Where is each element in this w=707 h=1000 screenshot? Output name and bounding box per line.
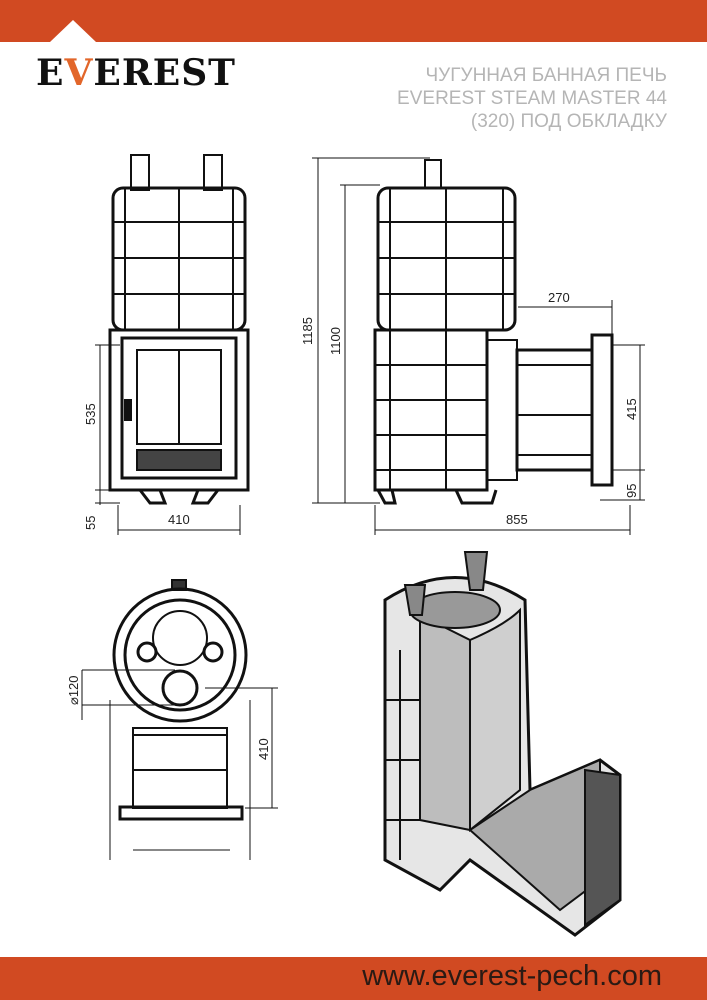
title-line-2: EVEREST STEAM MASTER 44 <box>397 88 667 109</box>
everest-logo: EVEREST <box>36 52 236 94</box>
header-bar <box>0 0 707 42</box>
dim-side-flue-base: 95 <box>624 484 639 498</box>
dim-front-width: 410 <box>168 512 190 527</box>
dim-side-body-height: 1100 <box>328 327 343 355</box>
dim-front-door-height: 535 <box>83 403 98 425</box>
cutaway-3d-view <box>383 551 622 937</box>
title-line-1: ЧУГУННАЯ БАННАЯ ПЕЧЬ <box>425 65 667 86</box>
dim-side-flue-length: 270 <box>548 290 570 305</box>
dim-front-leg-height: 55 <box>83 516 98 530</box>
title-line-3: (320) ПОД ОБКЛАДКУ <box>470 111 667 132</box>
dim-top-flue-offset: 410 <box>256 738 271 760</box>
website-link[interactable]: www.everest-pech.com <box>362 960 662 992</box>
footer-bar: www.everest-pech.com <box>0 957 707 1000</box>
dim-side-flue-height: 415 <box>624 398 639 420</box>
side-view <box>373 159 614 505</box>
header-notch <box>50 20 96 42</box>
product-title: ЧУГУННАЯ БАННАЯ ПЕЧЬ EVEREST STEAM MASTE… <box>397 64 667 133</box>
top-view <box>112 579 248 821</box>
dim-side-total-height: 1185 <box>300 317 315 345</box>
dim-side-total-depth: 855 <box>506 512 528 527</box>
dim-top-chimney-diameter: ⌀120 <box>66 675 81 705</box>
front-view <box>108 154 250 505</box>
